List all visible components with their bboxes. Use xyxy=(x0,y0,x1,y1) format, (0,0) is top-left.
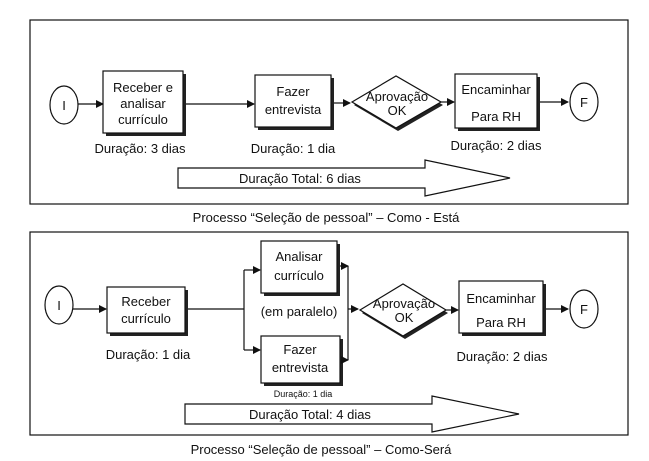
bottom-step-analisar: Analisar currículo xyxy=(260,240,340,296)
top-step-receber-analisar: Receber e analisar currículo xyxy=(102,70,186,136)
bottom-step3-line1: Encaminhar xyxy=(466,291,536,306)
top-duration-1: Duração: 3 dias xyxy=(94,141,186,156)
bottom-start-label: I xyxy=(57,298,61,313)
top-caption: Processo “Seleção de pessoal” – Como - E… xyxy=(193,210,460,225)
top-panel: I Receber e analisar currículo Fazer ent… xyxy=(29,19,629,205)
top-total-label: Duração Total: 6 dias xyxy=(239,171,361,186)
top-decision-line2: OK xyxy=(388,103,407,118)
top-step-fazer-entrevista: Fazer entrevista xyxy=(254,74,334,130)
top-step3-line1: Encaminhar xyxy=(461,82,531,97)
top-end-label: F xyxy=(580,95,588,110)
top-step1-line1: Receber e xyxy=(113,80,173,95)
bottom-end-label: F xyxy=(580,302,588,317)
top-start-label: I xyxy=(62,98,66,113)
bottom-parallel-label: (em paralelo) xyxy=(261,304,338,319)
bottom-step1-line2: currículo xyxy=(121,311,171,326)
bottom-decision-line2: OK xyxy=(395,310,414,325)
top-step1-line2: analisar xyxy=(120,96,166,111)
bottom-duration-3: Duração: 2 dias xyxy=(456,349,548,364)
top-panel-frame xyxy=(29,19,629,205)
top-start-node: I xyxy=(49,85,79,125)
bottom-step2b-line1: Fazer xyxy=(283,342,317,357)
bottom-total-arrow: Duração Total: 4 dias xyxy=(184,395,520,433)
top-step3-line2: Para RH xyxy=(471,109,521,124)
bottom-start-node: I xyxy=(44,285,74,325)
bottom-decision-line1: Aprovação xyxy=(373,296,435,311)
bottom-duration-1: Duração: 1 dia xyxy=(106,347,191,362)
bottom-step2b-line2: entrevista xyxy=(272,360,329,375)
top-step2-line2: entrevista xyxy=(265,102,322,117)
bottom-step2a-line1: Analisar xyxy=(276,249,324,264)
bottom-panel: I Receber currículo Analisar currículo (… xyxy=(29,231,629,436)
bottom-step-receber: Receber currículo xyxy=(106,286,188,336)
bottom-step1-line1: Receber xyxy=(121,294,171,309)
bottom-step-encaminhar: Encaminhar Para RH xyxy=(458,280,546,336)
top-decision-aprovacao: Aprovação OK xyxy=(350,75,443,131)
top-total-arrow: Duração Total: 6 dias xyxy=(177,159,511,197)
bottom-end-node: F xyxy=(569,289,599,329)
top-duration-2: Duração: 1 dia xyxy=(251,141,336,156)
top-decision-line1: Aprovação xyxy=(366,89,428,104)
top-duration-3: Duração: 2 dias xyxy=(450,138,542,153)
bottom-caption: Processo “Seleção de pessoal” – Como-Ser… xyxy=(191,442,453,457)
bottom-total-label: Duração Total: 4 dias xyxy=(249,407,371,422)
bottom-panel-frame xyxy=(29,231,629,436)
bottom-decision-aprovacao: Aprovação OK xyxy=(358,283,448,339)
bottom-step2b-duration: Duração: 1 dia xyxy=(274,389,333,399)
top-step1-line3: currículo xyxy=(118,112,168,127)
bottom-step2a-line2: currículo xyxy=(274,268,324,283)
bottom-step-fazer-entrevista: Fazer entrevista xyxy=(260,335,343,386)
bottom-step3-line2: Para RH xyxy=(476,315,526,330)
top-step2-line1: Fazer xyxy=(276,84,310,99)
top-end-node: F xyxy=(569,82,599,122)
top-step-encaminhar: Encaminhar Para RH xyxy=(454,73,540,131)
